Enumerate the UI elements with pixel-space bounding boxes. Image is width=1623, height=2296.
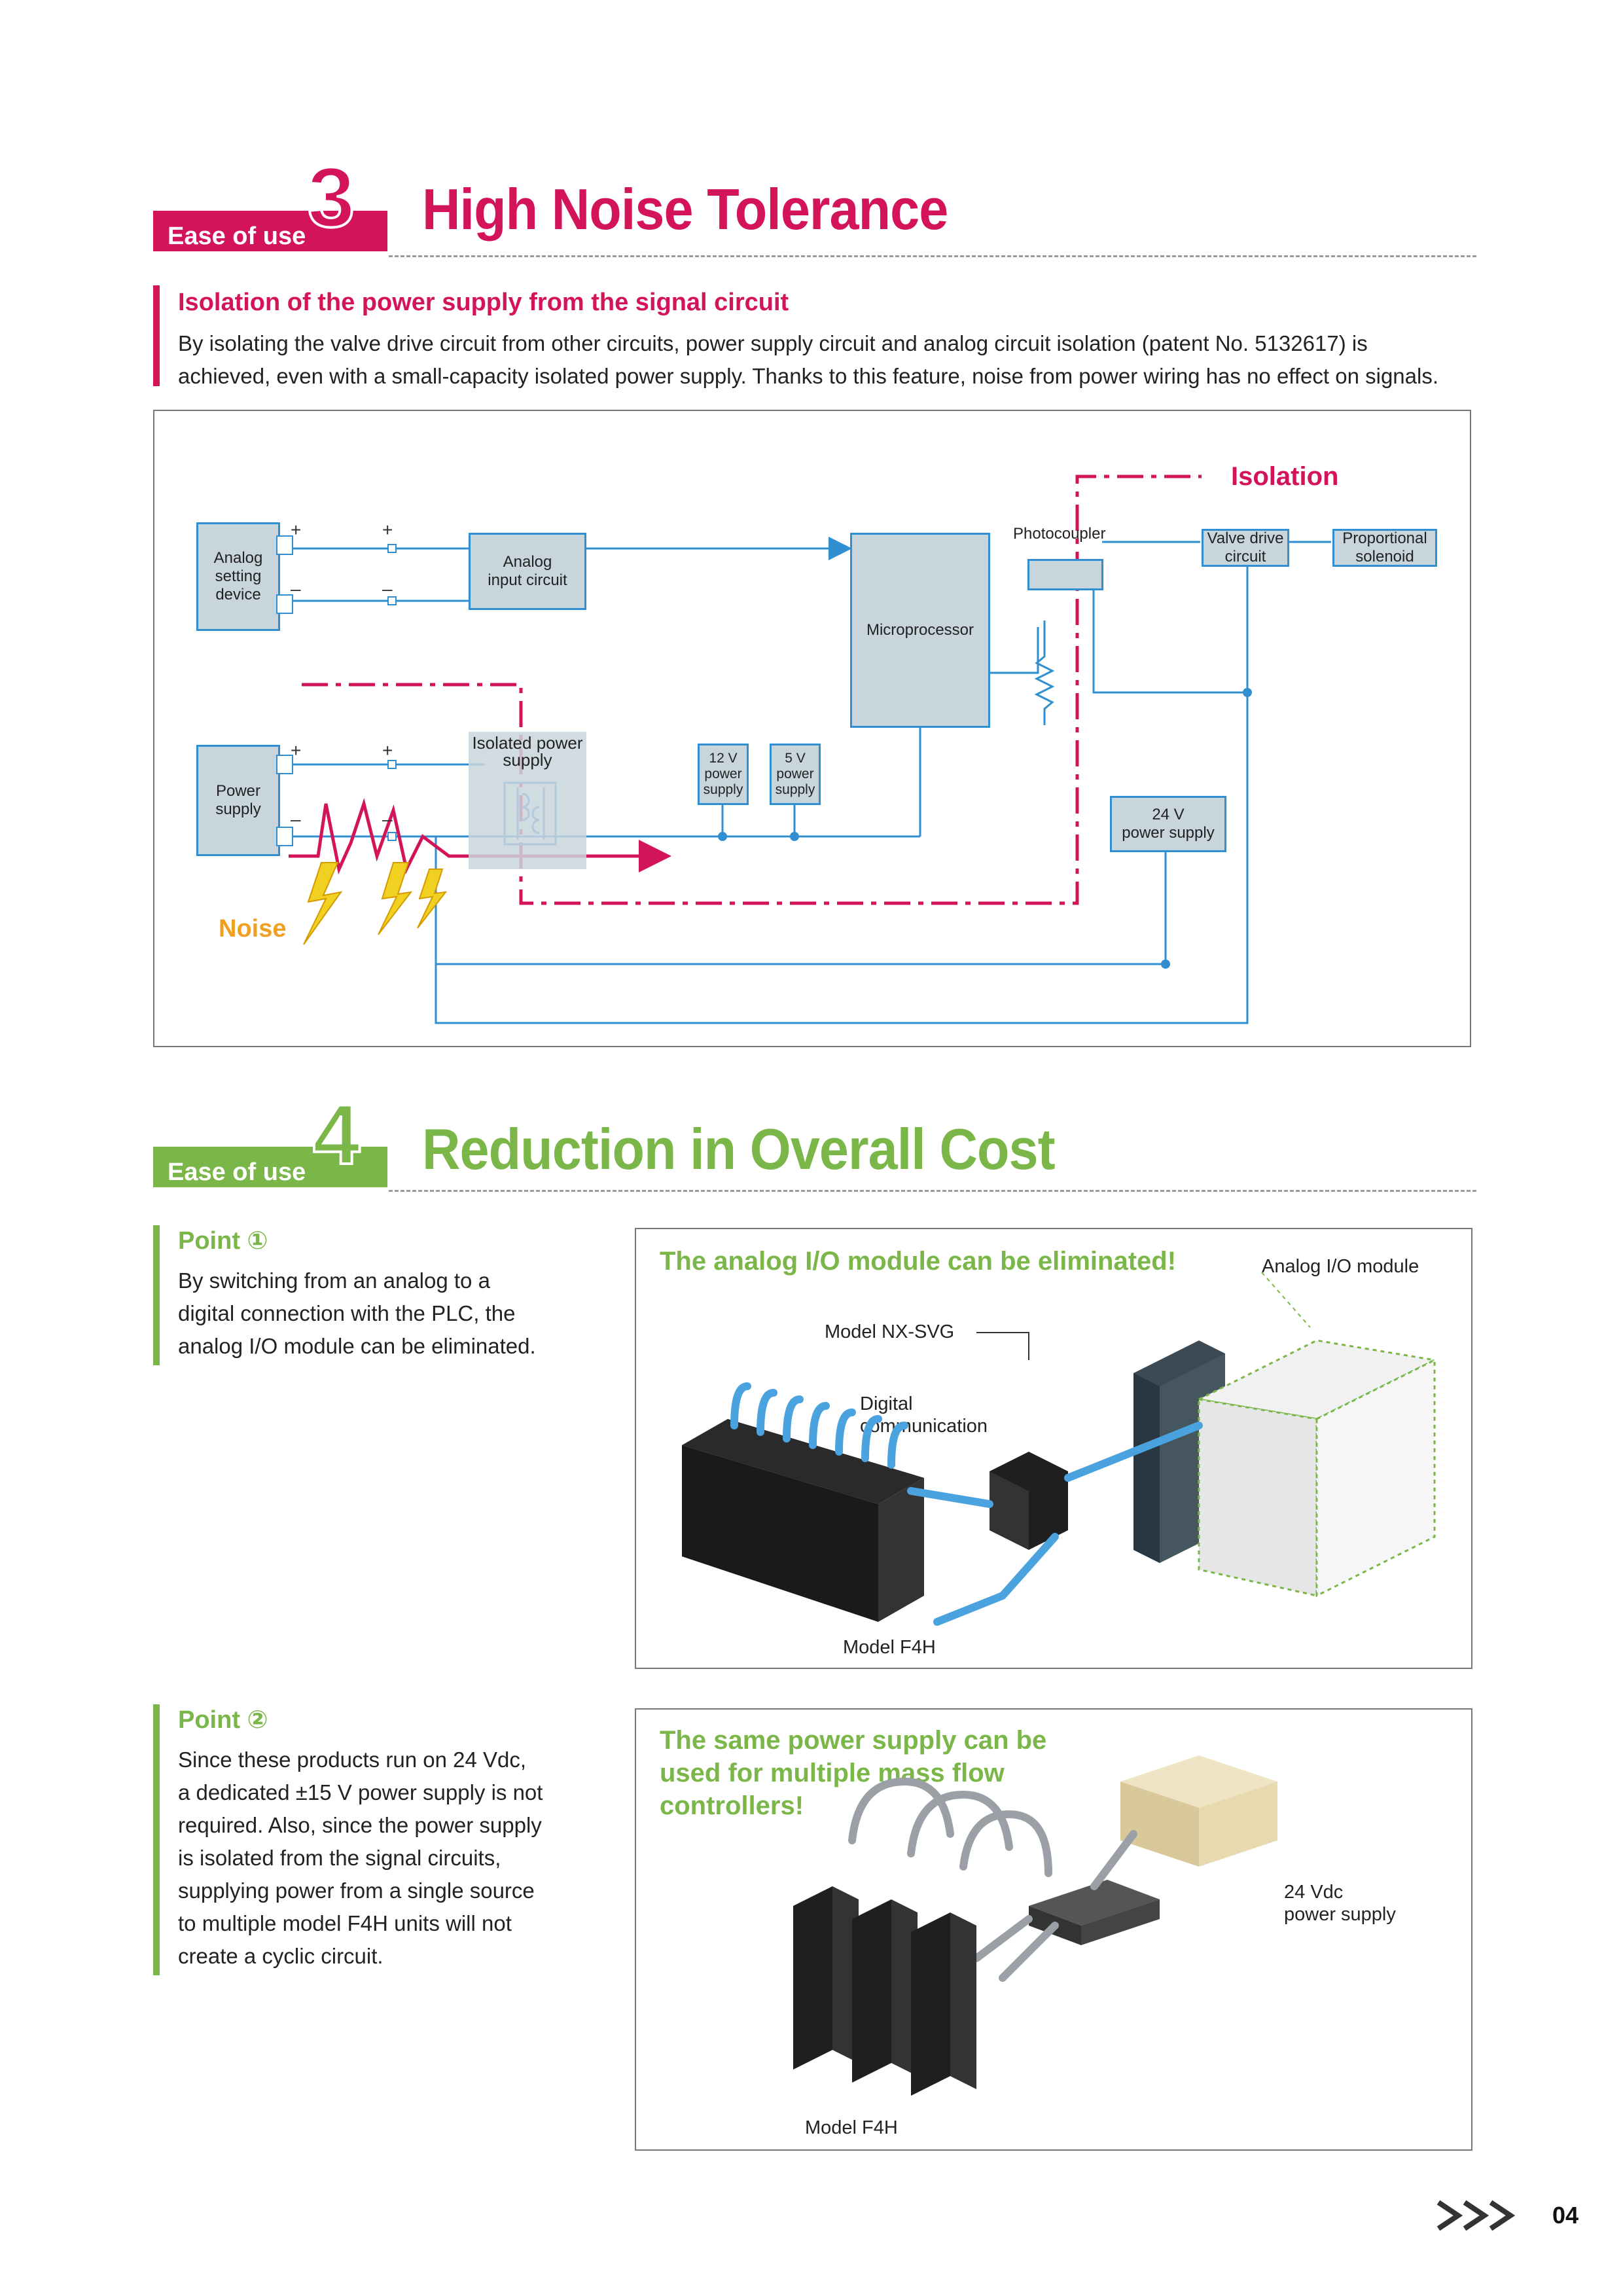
isolation-description-line2: achieved, even with a small-capacity iso… (178, 364, 1439, 388)
microprocessor-box: Microprocessor (850, 533, 990, 728)
isolated-power-supply-box (469, 732, 586, 869)
point2-line2: a dedicated ±15 V power supply is not (178, 1780, 543, 1804)
valve-drive-circuit-box: Valve drive circuit (1202, 529, 1289, 567)
circuit-wiring (282, 475, 1331, 1024)
terminal (387, 544, 397, 553)
photocoupler-label: Photocoupler (1013, 525, 1106, 543)
point2-line6: to multiple model F4H units will not (178, 1911, 512, 1935)
24vdc-power-supply-label: 24 Vdc power supply (1284, 1882, 1396, 1925)
badge-label: Ease of use (168, 223, 306, 250)
minus-sign: – (382, 579, 393, 599)
photocoupler-box (1027, 559, 1103, 590)
point2-line1: Since these products run on 24 Vdc, (178, 1748, 526, 1772)
isolation-circuit-diagram: Isolation Analog setting device + – + – … (153, 410, 1471, 1047)
model-f4h-label: Model F4H (843, 1637, 936, 1658)
terminal (276, 594, 293, 614)
chevron-arrows-icon (1436, 2200, 1516, 2231)
isolation-boundary (302, 475, 1202, 905)
plus-sign: + (291, 520, 302, 540)
point2-line3: required. Also, since the power supply (178, 1813, 542, 1837)
page-number: 04 (1552, 2202, 1579, 2229)
badge-label: Ease of use (168, 1158, 306, 1186)
power-cables (848, 1777, 1137, 1982)
isolation-description-line1: By isolating the valve drive circuit fro… (178, 331, 1368, 355)
shared-power-supply-illustration (793, 1755, 1277, 2096)
point1-accent-bar (153, 1225, 160, 1365)
section-divider-4 (389, 1190, 1476, 1192)
analog-input-circuit-box: Analog input circuit (469, 533, 586, 610)
valve-drive-return (435, 565, 1249, 1024)
minus-sign: – (382, 809, 393, 829)
power-supply-box: Power supply (196, 745, 280, 856)
analog-io-module-label: Analog I/O module (1262, 1256, 1419, 1277)
proportional-solenoid-box: Proportional solenoid (1332, 529, 1437, 567)
section-divider-3 (389, 255, 1476, 257)
ease-of-use-badge-3: Ease of use (153, 211, 387, 251)
isolation-label: Isolation (1231, 462, 1339, 491)
mpu-to-photocoupler (987, 627, 1039, 674)
f4h-unit-stack (682, 1419, 924, 1622)
noise-label: Noise (219, 915, 287, 942)
subheading-accent-bar (153, 285, 160, 386)
badge-number-4: 4 (312, 1086, 361, 1182)
lightning-bolt-2 (378, 862, 413, 935)
terminal (276, 535, 293, 555)
12v-power-supply-box: 12 V power supply (698, 744, 749, 805)
resistor (1034, 620, 1055, 725)
minus-sign: – (291, 809, 301, 829)
point2-line5: supplying power from a single source (178, 1878, 535, 1903)
shared-power-supply-panel: The same power supply can be used for mu… (635, 1708, 1472, 2151)
analog-io-module-ghost (1196, 1272, 1438, 1598)
point2-line7: create a cyclic circuit. (178, 1944, 383, 1968)
point1-line2: digital connection with the PLC, the (178, 1301, 516, 1325)
badge-number-3: 3 (306, 149, 356, 245)
isolated-power-supply-label: Isolated power supply (472, 733, 583, 770)
f4h-unit (911, 1912, 976, 2096)
panel1-headline: The analog I/O module can be eliminated! (660, 1247, 1177, 1276)
terminal (276, 755, 293, 774)
digital-communication-cable (907, 1422, 1203, 1626)
5v-power-supply-box: 5 V power supply (770, 744, 821, 805)
lightning-bolt-1 (303, 862, 343, 945)
point2-heading: Point ② (178, 1706, 268, 1734)
point1-heading: Point ① (178, 1227, 268, 1255)
section-title-3: High Noise Tolerance (422, 177, 948, 242)
isolation-subheading: Isolation of the power supply from the s… (178, 289, 789, 316)
panel2-headline: The same power supply can be used for mu… (660, 1726, 1047, 1820)
f4h-unit (852, 1899, 918, 2083)
point2-line4: is isolated from the signal circuits, (178, 1846, 501, 1870)
model-nx-svg-label: Model NX-SVG (825, 1321, 955, 1342)
plus-sign: + (382, 740, 393, 761)
terminal (387, 832, 397, 841)
analog-io-elimination-panel: The analog I/O module can be eliminated!… (635, 1228, 1472, 1669)
lightning-bolt-3 (417, 869, 448, 929)
f4h-cables (730, 1382, 908, 1469)
analog-io-elimination-illustration (682, 1272, 1438, 1626)
point1-line1: By switching from an analog to a (178, 1268, 490, 1293)
point1-line3: analog I/O module can be eliminated. (178, 1334, 536, 1358)
plus-sign: + (291, 740, 302, 761)
24v-power-supply-box: 24 V power supply (1110, 796, 1226, 852)
f4h-unit (793, 1886, 859, 2070)
section-title-4: Reduction in Overall Cost (422, 1117, 1056, 1181)
model-f4h-label-2: Model F4H (805, 2117, 898, 2138)
nx-svg-module (990, 1452, 1068, 1550)
ease-of-use-badge-4: Ease of use (153, 1147, 387, 1187)
terminal (276, 827, 293, 846)
point2-accent-bar (153, 1704, 160, 1975)
24vdc-power-supply-unit (1120, 1755, 1277, 1867)
photocoupler-to-24v (1092, 589, 1247, 694)
minus-sign: – (291, 579, 301, 599)
plus-sign: + (382, 520, 393, 540)
terminal (387, 760, 397, 769)
analog-setting-device-box: Analog setting device (196, 522, 280, 631)
terminal (387, 596, 397, 605)
noise-waveform (289, 798, 671, 875)
